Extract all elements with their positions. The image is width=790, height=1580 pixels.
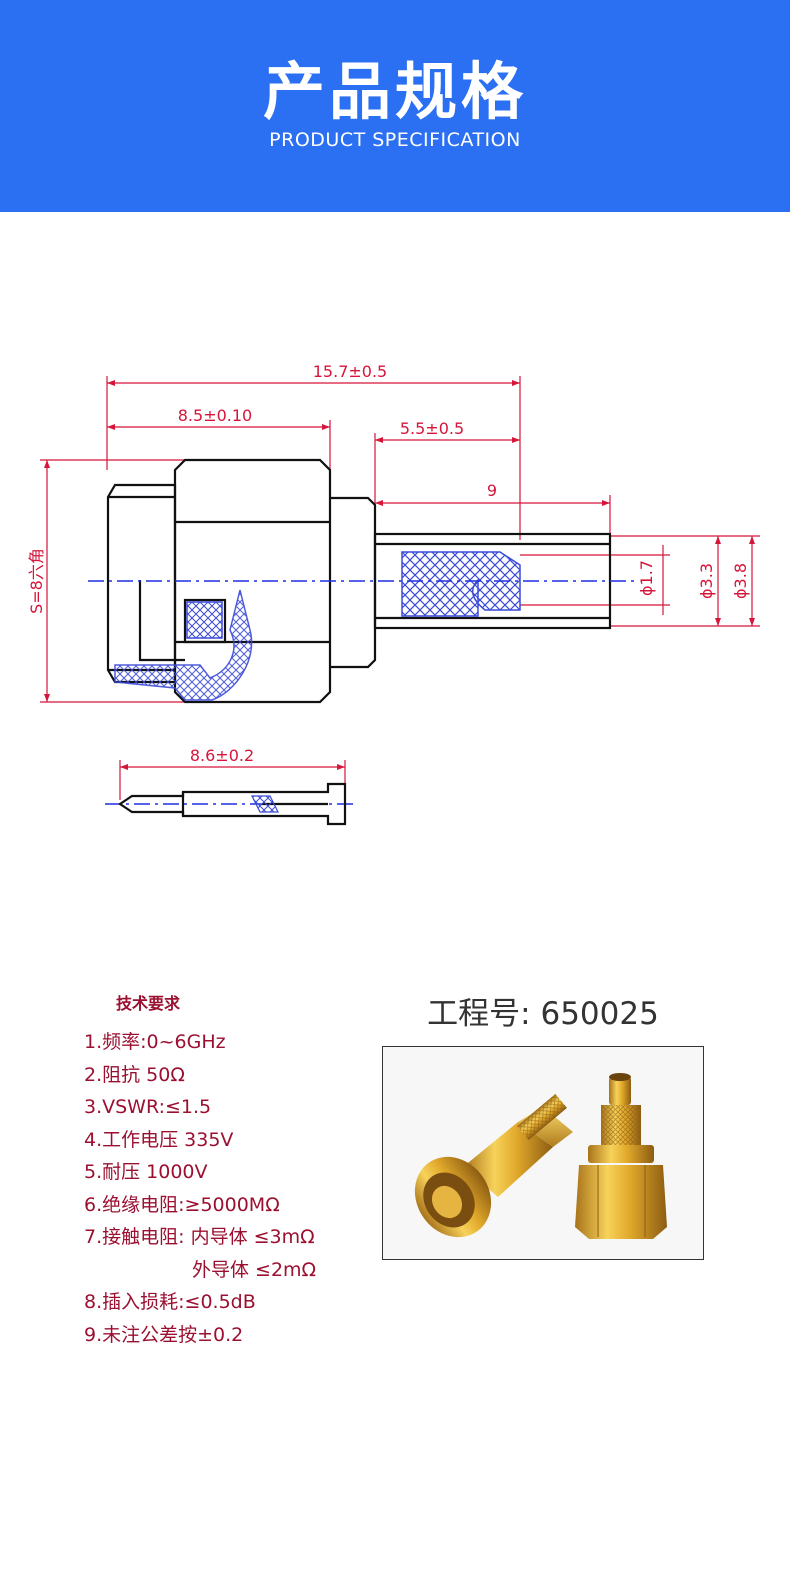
- spec-frequency: 1.频率:0~6GHz: [84, 1031, 226, 1053]
- dim-d1: ɸ1.7: [637, 560, 656, 596]
- dim-crimp-length: 5.5±0.5: [400, 419, 464, 438]
- project-number-label: 工程号:: [427, 996, 531, 1032]
- tech-requirements-title: 技术要求: [116, 994, 181, 1013]
- tech-requirements: 技术要求 1.频率:0~6GHz 2.阻抗 50Ω 3.VSWR:≤1.5 4.…: [84, 994, 316, 1351]
- product-photo-illustration: [383, 1047, 703, 1259]
- page-subtitle: PRODUCT SPECIFICATION: [269, 129, 521, 151]
- section-hatching: [114, 551, 521, 701]
- project-number-value: 650025: [540, 996, 659, 1032]
- dim-hex: S=8六角: [27, 548, 46, 614]
- spec-tolerance: 9.未注公差按±0.2: [84, 1323, 244, 1346]
- page-title: 产品规格: [262, 55, 527, 128]
- dim-d3: ɸ3.8: [731, 563, 750, 599]
- spec-impedance: 2.阻抗 50Ω: [84, 1063, 185, 1086]
- spec-insulation-resistance: 6.绝缘电阻:≥5000MΩ: [84, 1193, 280, 1216]
- dim-body-length: 8.5±0.10: [178, 406, 252, 425]
- header-banner: 产品规格 PRODUCT SPECIFICATION: [0, 0, 790, 212]
- dim-ferrule: 9: [487, 481, 497, 500]
- connector-photo-right: [575, 1073, 667, 1239]
- dim-pin-length: 8.6±0.2: [190, 746, 254, 765]
- spec-contact-resistance-inner: 7.接触电阻: 内导体 ≤3mΩ: [84, 1226, 315, 1248]
- dimension-lines: [40, 376, 760, 800]
- connector-photo-left: [414, 1094, 573, 1238]
- dim-d2: ɸ3.3: [697, 563, 716, 599]
- contact-pin-hatch: [251, 795, 279, 813]
- dimension-arrows: [44, 380, 755, 770]
- spec-vswr: 3.VSWR:≤1.5: [84, 1096, 212, 1118]
- spec-working-voltage: 4.工作电压 335V: [84, 1128, 234, 1151]
- dim-total-length: 15.7±0.5: [313, 362, 387, 381]
- spec-contact-resistance-outer: 外导体 ≤2mΩ: [192, 1258, 317, 1281]
- technical-drawing: 15.7±0.5 8.5±0.10 5.5±0.5 9 S=8六角 ɸ1.7 ɸ…: [27, 362, 760, 826]
- project-number: 工程号: 650025: [384, 994, 702, 1034]
- product-photo: [382, 1046, 704, 1260]
- center-lines: [88, 580, 635, 805]
- spec-withstand-voltage: 5.耐压 1000V: [84, 1161, 208, 1183]
- spec-insertion-loss: 8.插入损耗:≤0.5dB: [84, 1291, 256, 1313]
